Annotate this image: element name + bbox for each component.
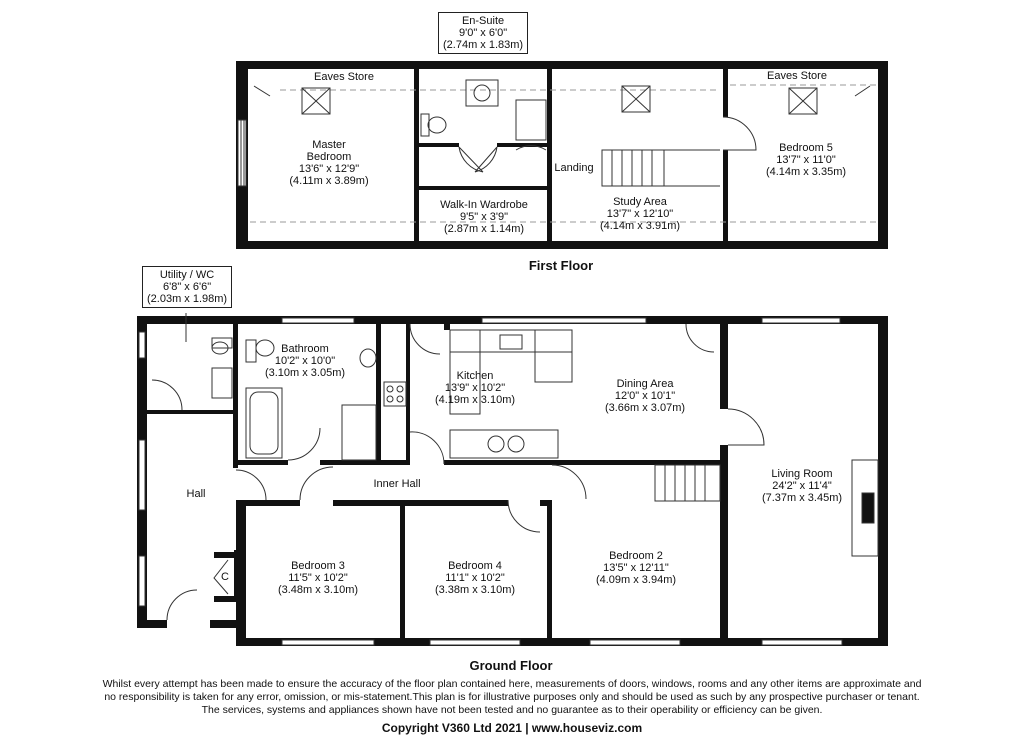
first-floor-details xyxy=(237,79,876,223)
eaves-store-left-label: Eaves Store xyxy=(314,71,374,83)
ground-floor-details xyxy=(138,313,879,646)
eaves-store-right-label: Eaves Store xyxy=(767,70,827,82)
landing-label: Landing xyxy=(554,162,594,174)
hall-label: Hall xyxy=(186,488,206,500)
inner-hall-label: Inner Hall xyxy=(373,478,421,490)
first-floor-title: First Floor xyxy=(528,258,594,273)
copyright: Copyright V360 Ltd 2021 | www.houseviz.c… xyxy=(381,721,643,735)
ground-floor-title: Ground Floor xyxy=(469,658,553,673)
disclaimer: Whilst every attempt has been made to en… xyxy=(102,678,922,716)
cupboard-label: C xyxy=(221,571,229,583)
